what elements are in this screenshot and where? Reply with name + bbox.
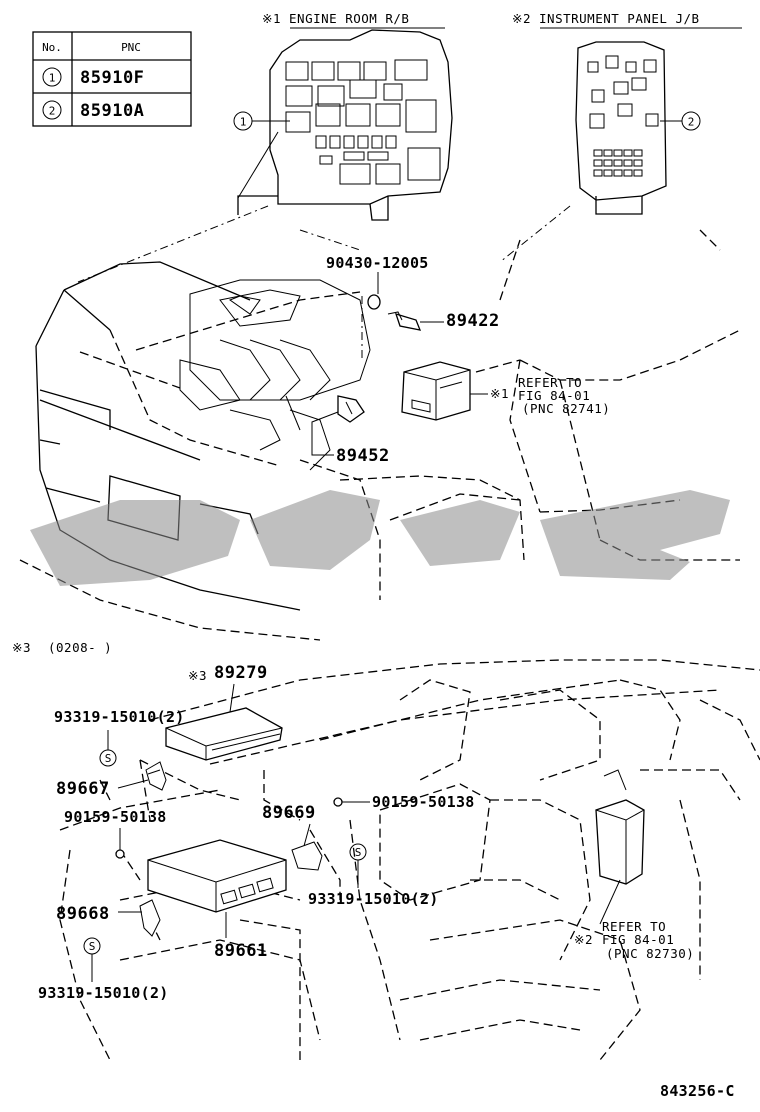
refer-2-line1: REFER TO bbox=[602, 919, 666, 934]
bottom-part-labels: ※3 89279 93319-15010(2) 89667 90159-5013… bbox=[38, 663, 694, 1002]
part-89669: 89669 bbox=[262, 803, 316, 823]
refer-2-line2: FIG 84-01 bbox=[602, 932, 674, 947]
callout-2-circle: 2 bbox=[688, 116, 695, 129]
refer-1-line2: FIG 84-01 bbox=[518, 388, 590, 403]
engine-room-relay-block: ※1 ENGINE ROOM R/B 1 bbox=[233, 11, 453, 221]
pnc-table: No. PNC 1 85910F 2 85910A bbox=[32, 31, 192, 127]
table-row-1-no: 1 bbox=[49, 72, 56, 85]
part-89452: 89452 bbox=[336, 446, 390, 466]
part-89279: 89279 bbox=[214, 663, 268, 683]
part-89661: 89661 bbox=[214, 941, 268, 961]
part-89279-mark: ※3 bbox=[188, 668, 207, 683]
refer-1-mark: ※1 bbox=[490, 386, 509, 401]
part-90430-12005: 90430-12005 bbox=[326, 254, 429, 272]
refer-1-line1: REFER TO bbox=[518, 375, 582, 390]
table-row-2-pnc: 85910A bbox=[80, 101, 144, 121]
part-93319-15010-b: 93319-15010(2) bbox=[308, 890, 439, 908]
part-90159-50138-a: 90159-50138 bbox=[64, 808, 167, 826]
vehicle-front-outline bbox=[19, 205, 741, 641]
callout-1-circle: 1 bbox=[240, 116, 247, 129]
dashboard-outline: S S S bbox=[59, 659, 760, 1061]
screw-mark-c: S bbox=[89, 940, 96, 953]
part-90159-50138-b: 90159-50138 bbox=[372, 793, 475, 811]
refer-1-line3: (PNC 82741) bbox=[522, 401, 610, 416]
table-header-pnc: PNC bbox=[121, 41, 141, 54]
table-row-1-pnc: 85910F bbox=[80, 68, 144, 88]
part-93319-15010-c: 93319-15010(2) bbox=[38, 984, 169, 1002]
watermark-shapes bbox=[30, 490, 730, 586]
instrument-panel-title: ※2 INSTRUMENT PANEL J/B bbox=[512, 11, 700, 26]
table-row-2-no: 2 bbox=[49, 105, 56, 118]
figure-number: 843256-C bbox=[660, 1082, 735, 1100]
section-3-mark: ※3 bbox=[12, 640, 31, 655]
refer-2-mark: ※2 bbox=[574, 932, 593, 947]
section-3-range: (0208- ) bbox=[48, 640, 112, 655]
top-part-labels: 90430-12005 89422 89452 ※1 REFER TO FIG … bbox=[311, 254, 610, 466]
engine-room-title: ※1 ENGINE ROOM R/B bbox=[262, 11, 409, 26]
refer-2-line3: (PNC 82730) bbox=[606, 946, 694, 961]
section-3-header: ※3 (0208- ) bbox=[12, 640, 112, 655]
part-93319-15010-a: 93319-15010(2) bbox=[54, 708, 185, 726]
part-89422: 89422 bbox=[446, 311, 500, 331]
screw-mark-b: S bbox=[355, 846, 362, 859]
screw-mark-a: S bbox=[105, 752, 112, 765]
part-89667: 89667 bbox=[56, 779, 110, 799]
instrument-panel-junction-block: ※2 INSTRUMENT PANEL J/B 2 bbox=[512, 11, 742, 215]
table-header-no: No. bbox=[42, 41, 62, 54]
part-89668: 89668 bbox=[56, 904, 110, 924]
